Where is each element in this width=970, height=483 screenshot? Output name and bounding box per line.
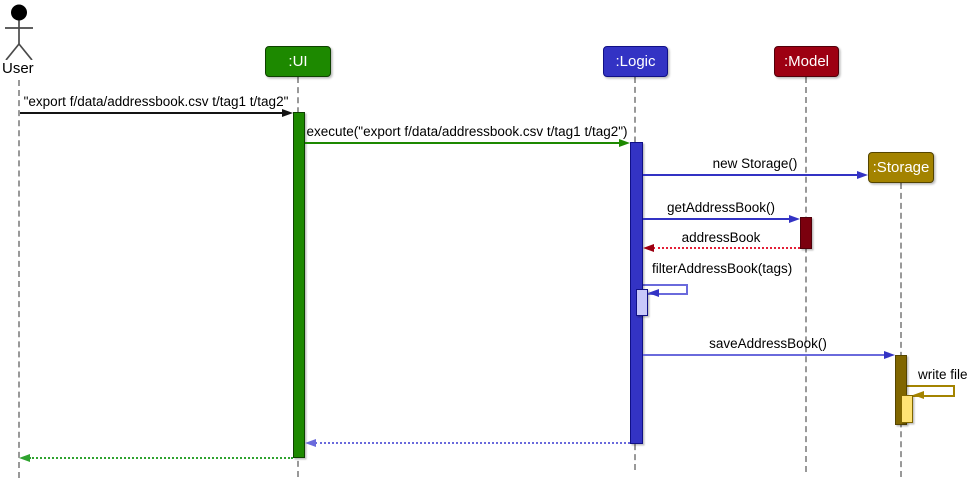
message-write-file-self-loop	[907, 385, 955, 397]
message-filter-label: filterAddressBook(tags)	[652, 261, 793, 276]
message-filter-arrowhead	[648, 288, 659, 297]
participant-ui: :UI	[265, 46, 331, 77]
lifeline-storage	[900, 183, 902, 477]
message-return-to-user-arrowhead	[19, 453, 30, 462]
message-addressbook-return-line	[653, 247, 800, 249]
message-export-line	[20, 112, 283, 114]
lifeline-model	[805, 77, 807, 472]
participant-storage: :Storage	[868, 152, 934, 183]
message-new-storage-line	[643, 174, 858, 176]
activation-bar-storage-nested	[901, 395, 913, 423]
message-addressbook-return-arrowhead	[643, 243, 654, 252]
message-filter-self-loop	[643, 284, 688, 295]
activation-bar-logic-nested	[636, 289, 648, 316]
message-addressbook-return-label: addressBook	[681, 230, 761, 245]
message-save-addressbook-arrowhead	[884, 350, 895, 359]
message-save-addressbook-label: saveAddressBook()	[709, 336, 827, 351]
activation-bar-ui	[293, 112, 305, 458]
participant-logic: :Logic	[603, 46, 668, 77]
lifeline-user	[18, 80, 20, 478]
actor-user-label: User	[2, 60, 34, 77]
activation-bar-model	[800, 217, 812, 249]
message-get-addressbook-line	[643, 218, 790, 220]
message-execute-line	[305, 142, 619, 144]
message-export-arrowhead	[282, 108, 293, 117]
message-new-storage-arrowhead	[857, 170, 868, 179]
message-return-to-ui-line	[315, 442, 630, 444]
participant-model: :Model	[774, 46, 839, 77]
message-save-addressbook-line	[643, 354, 885, 356]
participant-storage-label: :Storage	[872, 159, 930, 176]
message-return-to-ui-arrowhead	[305, 438, 316, 447]
message-new-storage-label: new Storage()	[712, 156, 798, 171]
message-return-to-user-line	[29, 457, 293, 459]
message-execute-label: execute("export f/data/addressbook.csv t…	[306, 124, 628, 139]
message-get-addressbook-label: getAddressBook()	[666, 200, 776, 215]
participant-ui-label: :UI	[288, 53, 308, 70]
participant-logic-label: :Logic	[615, 53, 656, 70]
message-export-label: "export f/data/addressbook.csv t/tag1 t/…	[23, 94, 289, 109]
message-get-addressbook-arrowhead	[789, 214, 800, 223]
actor-user-icon	[5, 4, 33, 60]
message-write-file-arrowhead	[913, 390, 924, 399]
participant-model-label: :Model	[783, 53, 830, 70]
message-write-file-label: write file	[918, 367, 968, 382]
message-execute-arrowhead	[619, 138, 630, 147]
